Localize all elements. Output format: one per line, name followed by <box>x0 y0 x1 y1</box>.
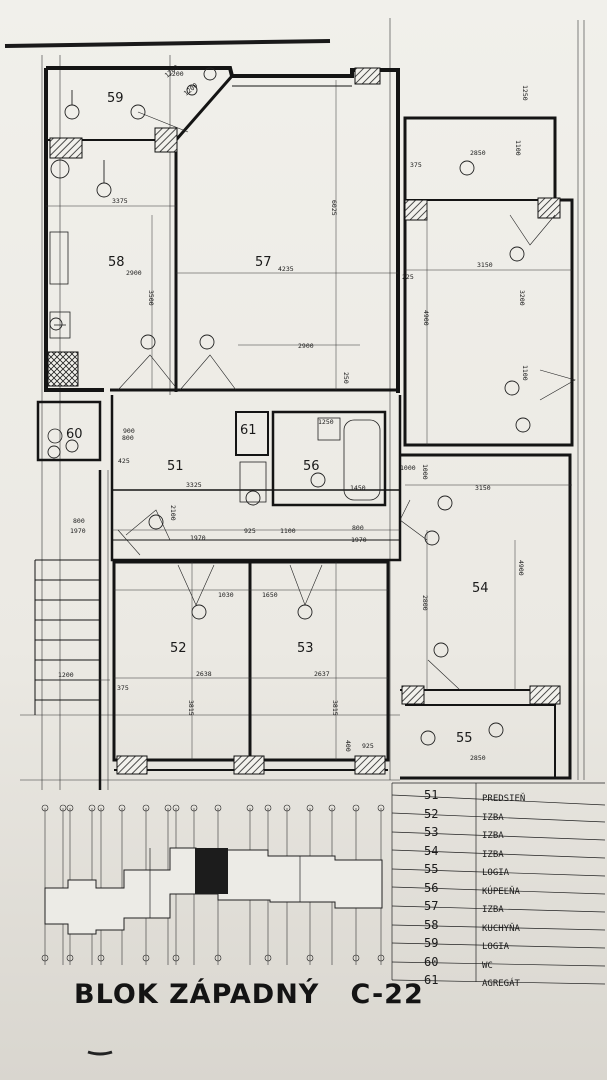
dimension-lines <box>40 80 572 760</box>
dimension-label: 1000 <box>421 464 429 480</box>
dimension-label: 1100 <box>280 527 296 535</box>
dimension-label: 425 <box>118 457 130 465</box>
dimension-label: 2100 <box>169 505 177 521</box>
door-swings <box>117 111 576 691</box>
dimension-label: 925 <box>362 742 374 750</box>
dimension-labels: 1200 1200 3375 4235 6025 2900 3500 2850 … <box>58 63 529 762</box>
dimension-label: 3500 <box>147 290 155 306</box>
room-label: 55 <box>456 731 473 746</box>
dimension-label: 1250 <box>318 418 334 426</box>
dimension-label: 400 <box>344 740 352 752</box>
legend-number: 52 <box>424 807 438 821</box>
room-label: 54 <box>472 581 489 596</box>
key-plan <box>41 804 385 965</box>
dimension-label: 2900 <box>298 342 314 350</box>
legend-number: 57 <box>424 899 438 913</box>
ink-smudge <box>87 1050 113 1056</box>
bathroom-fixtures <box>47 417 381 503</box>
dimension-label: 2850 <box>470 149 486 157</box>
dimension-label: 3200 <box>518 290 526 306</box>
dimension-label: 3325 <box>186 481 202 489</box>
light-fixtures <box>47 67 531 746</box>
dimension-label: 3375 <box>112 197 128 205</box>
dimension-label: 2637 <box>314 670 330 678</box>
legend-number: 54 <box>424 844 438 858</box>
room-label: 52 <box>170 641 187 656</box>
legend-room-name: IZBA <box>482 813 504 823</box>
dimension-label: 1000 <box>400 464 416 472</box>
dimension-label: 800 <box>122 434 134 442</box>
legend-room-name: WC <box>482 961 493 971</box>
legend-room-name: KUCHYŇA <box>482 922 521 934</box>
dimension-label: 1970 <box>70 527 86 535</box>
dimension-label: 1250 <box>521 85 529 101</box>
dimension-label: 3815 <box>187 700 195 716</box>
dimension-label: 1970 <box>190 534 206 542</box>
legend-room-name: AGREGÁT <box>482 977 521 989</box>
legend-room-name: PREDSIEŇ <box>482 792 525 804</box>
room-label: 56 <box>303 459 320 474</box>
dimension-label: 2800 <box>421 595 429 611</box>
room-label: 61 <box>240 423 257 438</box>
dimension-label: 1100 <box>514 140 522 156</box>
dimension-label: 225 <box>402 273 414 281</box>
legend-number: 60 <box>424 955 438 969</box>
legend-number: 59 <box>424 936 438 950</box>
room-label: 51 <box>167 459 184 474</box>
room-label: 57 <box>255 255 272 270</box>
dimension-label: 4900 <box>422 310 430 326</box>
legend-room-name: LOGIA <box>482 868 510 878</box>
dimension-label: 3815 <box>331 700 339 716</box>
axis-lines <box>20 18 585 790</box>
legend-number: 51 <box>424 788 438 802</box>
room-labels: 59 58 57 60 61 51 56 52 53 54 55 <box>66 91 489 746</box>
dimension-label: 3150 <box>475 484 491 492</box>
kitchen-fixtures <box>49 231 71 339</box>
legend-room-name: IZBA <box>482 905 504 915</box>
dimension-label: 1450 <box>350 484 366 492</box>
dimension-label: 800 <box>352 524 364 532</box>
room-label: 59 <box>107 91 124 106</box>
walls <box>34 66 574 790</box>
dimension-label: 375 <box>410 161 422 169</box>
legend-number: 53 <box>424 825 438 839</box>
legend-table: 51 PREDSIEŇ 52 IZBA 53 IZBA 54 IZBA 55 L… <box>391 782 606 989</box>
wall-columns <box>47 67 561 775</box>
dimension-label: 1100 <box>521 365 529 381</box>
dimension-label: 250 <box>342 372 350 384</box>
dimension-label: 375 <box>117 684 129 692</box>
legend-number: 56 <box>424 881 438 895</box>
legend-room-name: IZBA <box>482 850 504 860</box>
room-label: 58 <box>108 255 125 270</box>
dimension-label: 4235 <box>278 265 294 273</box>
top-border-line <box>4 39 331 48</box>
dimension-label: 1650 <box>262 591 278 599</box>
dimension-label: 2850 <box>470 754 486 762</box>
dimension-label: 1200 <box>168 70 184 78</box>
legend-room-name: IZBA <box>482 831 504 841</box>
dimension-label: 3150 <box>477 261 493 269</box>
legend-number: 61 <box>424 973 438 987</box>
dimension-label: 1030 <box>218 591 234 599</box>
dimension-label: 4900 <box>517 560 525 576</box>
dimension-label: 800 <box>73 517 85 525</box>
room-label: 53 <box>297 641 314 656</box>
legend-room-name: KÚPEĽŇA <box>482 885 521 897</box>
dimension-label: 1970 <box>351 536 367 544</box>
legend-number: 58 <box>424 918 438 932</box>
plan-title: BLOK ZÁPADNÝ C-22 <box>74 978 424 1010</box>
legend-room-name: LOGIA <box>482 942 510 952</box>
legend-number: 55 <box>424 862 438 876</box>
room-label: 60 <box>66 427 83 442</box>
dimension-label: 1200 <box>58 671 74 679</box>
dimension-label: 900 <box>123 427 135 435</box>
dimension-label: 2900 <box>126 269 142 277</box>
dimension-label: 2638 <box>196 670 212 678</box>
dimension-label: 925 <box>244 527 256 535</box>
dimension-label: 6025 <box>330 200 338 216</box>
